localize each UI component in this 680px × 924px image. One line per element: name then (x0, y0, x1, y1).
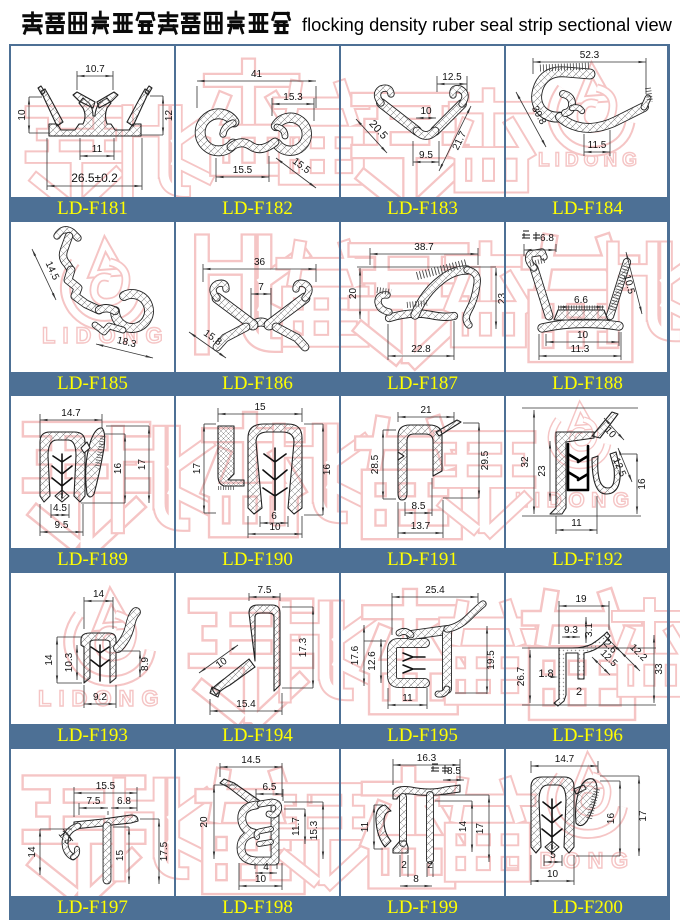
svg-text:14: 14 (27, 846, 38, 858)
svg-text:15.5: 15.5 (233, 165, 253, 176)
svg-text:21: 21 (420, 405, 432, 416)
svg-text:19.5: 19.5 (486, 650, 497, 670)
svg-text:23: 23 (537, 465, 548, 477)
svg-text:7: 7 (258, 282, 264, 293)
svg-text:11: 11 (360, 821, 371, 832)
svg-text:23: 23 (497, 293, 504, 305)
svg-text:8.5: 8.5 (447, 766, 461, 777)
svg-text:3.1: 3.1 (584, 623, 595, 637)
svg-text:15.4: 15.4 (236, 699, 256, 710)
svg-text:17.3: 17.3 (298, 637, 309, 657)
svg-text:17: 17 (638, 810, 649, 822)
svg-text:14.7: 14.7 (61, 408, 81, 419)
svg-text:15.3: 15.3 (283, 92, 303, 103)
svg-text:12.6: 12.6 (367, 651, 378, 671)
svg-text:6.8: 6.8 (117, 796, 131, 807)
svg-text:10: 10 (269, 522, 281, 533)
svg-text:10: 10 (577, 330, 589, 341)
svg-text:12: 12 (164, 110, 174, 122)
svg-text:8.5: 8.5 (412, 501, 426, 512)
svg-text:20: 20 (348, 288, 359, 300)
svg-text:14.7: 14.7 (555, 754, 575, 765)
svg-text:11: 11 (92, 144, 103, 155)
svg-text:13.7: 13.7 (411, 521, 431, 532)
svg-text:14: 14 (44, 654, 55, 666)
svg-text:52.3: 52.3 (580, 50, 600, 61)
svg-text:32: 32 (520, 456, 531, 468)
svg-text:10: 10 (547, 869, 559, 880)
svg-text:21.7: 21.7 (451, 129, 470, 152)
svg-text:11.3: 11.3 (571, 344, 590, 355)
svg-text:17.5: 17.5 (159, 841, 170, 861)
svg-text:6.8: 6.8 (540, 233, 554, 244)
svg-text:17: 17 (192, 463, 203, 475)
svg-text:14: 14 (458, 821, 469, 833)
svg-text:18.3: 18.3 (116, 335, 138, 350)
svg-text:15.3: 15.3 (309, 820, 320, 840)
svg-text:19: 19 (575, 594, 587, 605)
svg-text:9.2: 9.2 (93, 692, 107, 703)
svg-text:20: 20 (199, 816, 210, 828)
svg-text:2: 2 (427, 860, 433, 871)
svg-text:12.2: 12.2 (627, 642, 649, 664)
svg-text:14.5: 14.5 (241, 755, 261, 766)
svg-text:16: 16 (637, 478, 648, 490)
svg-text:4: 4 (263, 862, 269, 873)
svg-text:11.5: 11.5 (588, 140, 607, 151)
svg-text:16: 16 (113, 463, 124, 475)
svg-text:10: 10 (17, 109, 28, 121)
svg-text:14.5: 14.5 (43, 260, 61, 283)
svg-text:15.5: 15.5 (96, 781, 116, 792)
svg-text:11: 11 (402, 693, 413, 704)
svg-text:22.8: 22.8 (411, 344, 431, 355)
svg-text:10.5: 10.5 (621, 274, 637, 296)
svg-text:10.3: 10.3 (64, 652, 75, 672)
svg-text:9.3: 9.3 (564, 625, 578, 636)
svg-text:10: 10 (420, 106, 432, 117)
svg-text:6.5: 6.5 (263, 782, 277, 793)
svg-text:2: 2 (576, 686, 582, 698)
svg-text:6.6: 6.6 (574, 295, 588, 306)
svg-text:2: 2 (401, 860, 407, 871)
svg-text:11.7: 11.7 (291, 817, 302, 836)
svg-text:26.5±0.2: 26.5±0.2 (71, 171, 118, 185)
svg-text:36: 36 (254, 257, 266, 268)
svg-text:15: 15 (115, 850, 126, 862)
svg-text:11: 11 (571, 518, 582, 529)
svg-text:15.5: 15.5 (290, 156, 313, 177)
svg-text:25.4: 25.4 (425, 585, 445, 596)
svg-text:14: 14 (93, 589, 105, 600)
svg-text:41: 41 (251, 69, 263, 80)
svg-text:17: 17 (137, 459, 148, 471)
svg-text:7.5: 7.5 (87, 796, 101, 807)
svg-text:17.6: 17.6 (350, 645, 361, 665)
svg-text:10.7: 10.7 (85, 64, 105, 75)
svg-text:28.5: 28.5 (370, 454, 381, 474)
svg-text:16: 16 (322, 464, 333, 476)
svg-text:20.5: 20.5 (366, 118, 389, 142)
svg-text:29.5: 29.5 (480, 450, 491, 470)
svg-text:6: 6 (271, 511, 277, 522)
svg-text:4.5: 4.5 (53, 503, 67, 514)
svg-text:16.3: 16.3 (417, 753, 437, 764)
svg-text:8: 8 (413, 874, 419, 885)
svg-text:7.5: 7.5 (258, 585, 272, 596)
svg-text:9.5: 9.5 (55, 520, 69, 531)
svg-text:8.9: 8.9 (140, 657, 151, 671)
svg-text:12.5: 12.5 (442, 72, 462, 83)
svg-text:17: 17 (475, 823, 486, 835)
svg-text:5: 5 (550, 850, 556, 861)
svg-text:10: 10 (214, 655, 230, 671)
svg-text:9.5: 9.5 (419, 150, 433, 161)
svg-text:15: 15 (254, 402, 266, 413)
svg-text:38.7: 38.7 (414, 242, 434, 253)
svg-text:flocking density ruber seal st: flocking density ruber seal strip sectio… (302, 14, 673, 35)
svg-text:12.5: 12.5 (610, 456, 628, 479)
svg-text:16: 16 (606, 813, 617, 825)
svg-text:26.7: 26.7 (516, 666, 527, 686)
svg-text:1.8: 1.8 (538, 668, 553, 680)
svg-text:33: 33 (654, 663, 665, 675)
svg-text:10: 10 (255, 874, 267, 885)
